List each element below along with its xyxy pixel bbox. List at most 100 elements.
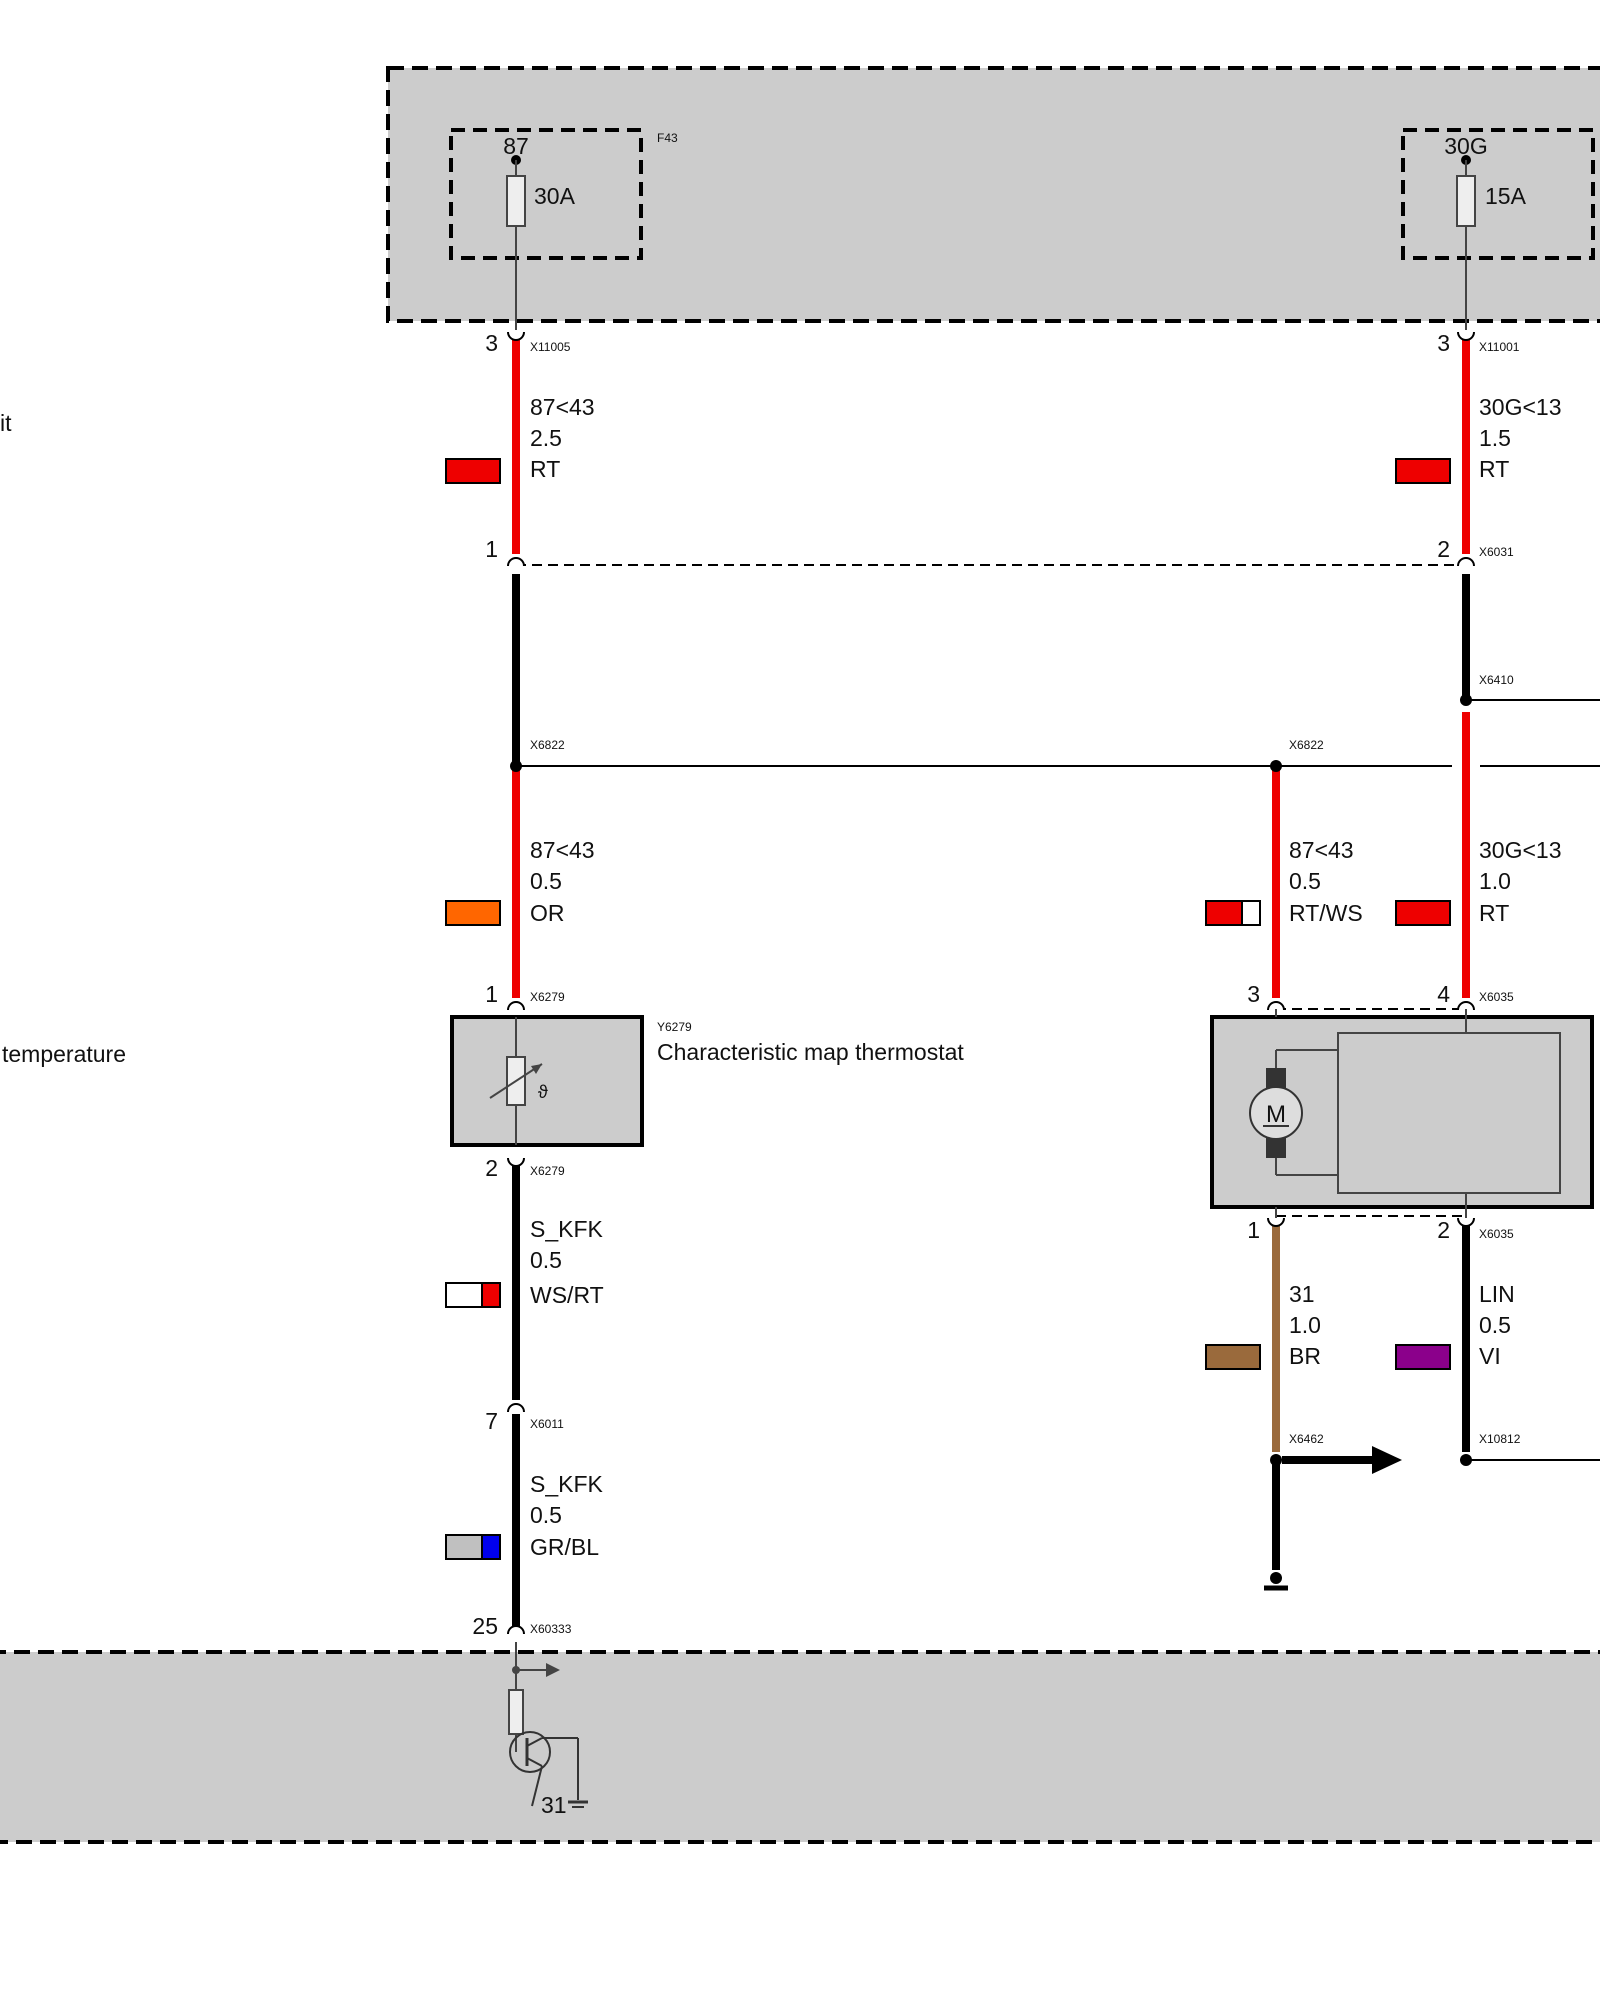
wire-color-swatch	[1395, 1344, 1451, 1370]
swatch-secondary	[1242, 901, 1260, 925]
ground-dot	[1270, 1572, 1282, 1584]
connector-id: X6822	[1289, 738, 1324, 752]
wire-size: 0.5	[530, 1502, 562, 1528]
wire-size: 0.5	[530, 1247, 562, 1273]
wire-color-code: RT	[1479, 900, 1509, 926]
wire-label-w9: S_KFK 0.5 GR/BL	[530, 1471, 604, 1560]
wire-color-code: GR/BL	[530, 1534, 599, 1560]
fuse-30g-frame	[1401, 128, 1595, 260]
pin-number: 2	[1437, 536, 1450, 562]
wire-color-swatch	[445, 458, 501, 484]
connector-id: X10812	[1479, 1432, 1521, 1446]
splice-dot-x6822-left	[510, 760, 522, 772]
fuse-87	[506, 155, 526, 330]
wire-label-w4: 87<43 0.5 RT/WS	[1289, 837, 1363, 926]
fuse-terminal-87: 87	[503, 133, 529, 159]
fuse-terminal-30g: 30G	[1444, 133, 1487, 159]
wire-color-code: BR	[1289, 1343, 1321, 1369]
pin-number: 1	[485, 981, 498, 1007]
splice-dot-x6410	[1460, 694, 1472, 706]
swatch-secondary	[482, 1535, 500, 1559]
connector-id: X6279	[530, 1164, 565, 1178]
wire-label-w2: 30G<13 1.5 RT	[1479, 394, 1562, 482]
pin-number: 4	[1437, 981, 1450, 1007]
wire-color-swatch	[1395, 900, 1451, 926]
wire-label-w1: 87<43 2.5 RT	[530, 394, 595, 482]
wire-signal: 31	[1289, 1281, 1315, 1307]
wire-label-w7: 31 1.0 BR	[1289, 1281, 1321, 1369]
wire-color-swatch-two-tone	[1205, 900, 1261, 926]
splice-dot-x6462	[1270, 1454, 1282, 1466]
wire-color-code: OR	[530, 900, 565, 926]
thermostat-name: Characteristic map thermostat	[657, 1039, 964, 1065]
connector-id: X11001	[1479, 340, 1520, 354]
swatch-secondary	[482, 1283, 500, 1307]
wire-label-w5: 30G<13 1.0 RT	[1479, 837, 1562, 926]
wire-label-w8: LIN 0.5 VI	[1479, 1281, 1515, 1369]
connector-pins	[507, 331, 1475, 1635]
swatch-primary	[446, 1283, 482, 1307]
wire-signal: 30G<13	[1479, 394, 1562, 420]
pin-number: 2	[485, 1155, 498, 1181]
thermostat-id: Y6279	[657, 1020, 692, 1034]
side-label-middle: temperature	[2, 1041, 126, 1067]
connector-id: X6035	[1479, 990, 1514, 1004]
connector-id: X6011	[530, 1417, 564, 1431]
wire-signal: LIN	[1479, 1281, 1515, 1307]
wire-color-code: WS/RT	[530, 1282, 604, 1308]
fuse-30g	[1456, 155, 1476, 330]
wire-color-code: VI	[1479, 1343, 1501, 1369]
pin-number: 1	[485, 536, 498, 562]
pin-number: 3	[1247, 981, 1260, 1007]
connector-id: X6822	[530, 738, 565, 752]
wire-label-w6: S_KFK 0.5 WS/RT	[530, 1216, 604, 1308]
arrow-x6462-icon	[1372, 1446, 1402, 1474]
side-label-top: it	[0, 410, 12, 436]
wire-size: 0.5	[1289, 868, 1321, 894]
thermostat-y6279: ϑ	[450, 1015, 644, 1147]
motor-symbol: M	[1266, 1101, 1286, 1128]
wire-color-swatch	[1395, 458, 1451, 484]
wire-size: 1.0	[1289, 1312, 1321, 1338]
pin-number: 1	[1247, 1217, 1260, 1243]
fuse-rating-30a: 30A	[534, 183, 576, 209]
connector-id: X60333	[530, 1622, 572, 1636]
fuse-box	[386, 66, 1600, 323]
transistor-driver	[508, 1642, 588, 1808]
wire-color-swatch-two-tone	[445, 1534, 501, 1560]
wire-size: 0.5	[1479, 1312, 1511, 1338]
connector-id: X6035	[1479, 1227, 1514, 1241]
splice-dot-x6822-right	[1270, 760, 1282, 772]
wire-color-swatch	[1205, 1344, 1261, 1370]
wire-color-swatch-two-tone	[445, 1282, 501, 1308]
wire-signal: 30G<13	[1479, 837, 1562, 863]
wire-size: 1.0	[1479, 868, 1511, 894]
pin-number: 3	[1437, 330, 1450, 356]
wire-size: 1.5	[1479, 425, 1511, 451]
wire-label-w3: 87<43 0.5 OR	[530, 837, 595, 926]
wire-color-code: RT	[530, 456, 560, 482]
wire-signal: S_KFK	[530, 1471, 604, 1497]
wire-signal: 87<43	[1289, 837, 1354, 863]
fuse-rating-15a: 15A	[1485, 183, 1527, 209]
wire-size: 2.5	[530, 425, 562, 451]
fuse-id-f43: F43	[657, 131, 678, 145]
wire-signal: 87<43	[530, 394, 595, 420]
wire-signal: S_KFK	[530, 1216, 604, 1242]
ground-pin-31: 31	[541, 1792, 567, 1818]
pin-number: 7	[485, 1408, 498, 1434]
splice-dot-x10812	[1460, 1454, 1472, 1466]
fuse-f43-frame	[449, 128, 643, 260]
wire-size: 0.5	[530, 868, 562, 894]
svg-text:ϑ: ϑ	[538, 1082, 548, 1102]
wire-color-code: RT/WS	[1289, 900, 1363, 926]
wire-signal: 87<43	[530, 837, 595, 863]
pin-number: 2	[1437, 1217, 1450, 1243]
wire-color-code: RT	[1479, 456, 1509, 482]
swatch-primary	[446, 1535, 482, 1559]
pin-number: 3	[485, 330, 498, 356]
swatch-primary	[1206, 901, 1242, 925]
connector-id: X6279	[530, 990, 565, 1004]
pin-number: 25	[472, 1613, 498, 1639]
